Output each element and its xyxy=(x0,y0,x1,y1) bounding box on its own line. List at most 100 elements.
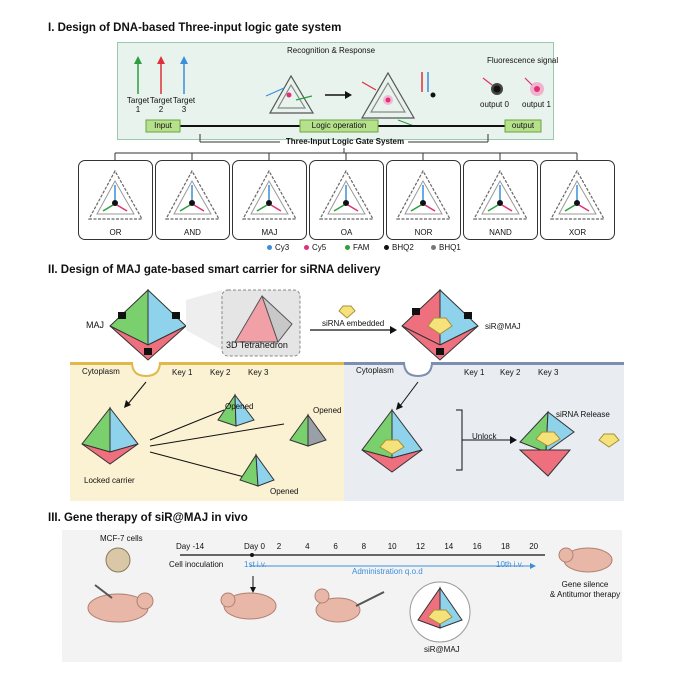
gate-triangle-icon xyxy=(241,169,298,220)
gate-nor: NOR xyxy=(386,160,461,240)
logic-bar xyxy=(145,119,542,133)
cytoplasm-right-label: Cytoplasm xyxy=(356,366,394,375)
legend-item: BHQ2 xyxy=(384,243,414,252)
gate-and: AND xyxy=(155,160,230,240)
legend-label: BHQ2 xyxy=(392,243,414,252)
in-vivo-panel xyxy=(62,530,622,662)
legend-dot-icon xyxy=(384,245,389,251)
mouse-injection xyxy=(314,588,385,623)
output-1-label: output 1 xyxy=(522,100,551,109)
timeline-tick-label: 8 xyxy=(361,542,367,551)
recognition-triangle-2 xyxy=(360,71,416,127)
recognition-label: Recognition & Response xyxy=(287,46,376,55)
legend-dot-icon xyxy=(345,245,350,251)
gate-maj: MAJ xyxy=(232,160,307,240)
cytoplasm-left-label: Cytoplasm xyxy=(82,367,120,376)
gate-triangle-icon xyxy=(549,169,606,220)
mouse-inoculation xyxy=(87,547,154,623)
key-3-right: Key 3 xyxy=(538,368,559,377)
mouse-final xyxy=(558,547,613,573)
legend-item: Cy3 xyxy=(267,243,289,252)
gate-label: NOR xyxy=(414,228,433,237)
day-minus14-label: Day -14 xyxy=(176,542,205,551)
legend-label: FAM xyxy=(353,243,370,252)
sirna-embedded-label: siRNA embedded xyxy=(322,319,385,328)
gate-oa: OA xyxy=(309,160,384,240)
locked-carrier-scene xyxy=(81,361,327,487)
unlock-label: Unlock xyxy=(472,432,497,441)
key-2-left: Key 2 xyxy=(210,368,231,377)
mouse-day0 xyxy=(220,592,277,620)
gate-tree xyxy=(114,134,578,160)
gate-triangle-icon xyxy=(318,169,375,220)
key-3-left: Key 3 xyxy=(248,368,269,377)
arrow-right xyxy=(325,91,352,99)
legend-item: BHQ1 xyxy=(431,243,461,252)
tetrahedron-label: 3D Tetrahedron xyxy=(226,340,288,350)
legend-label: BHQ1 xyxy=(439,243,461,252)
gate-label: NAND xyxy=(489,228,512,237)
fluorescence-output-0 xyxy=(482,77,503,95)
timeline-tick-label: 2 xyxy=(276,542,282,551)
gate-triangle-icon xyxy=(395,169,452,220)
cell-inoculation-label: Cell inoculation xyxy=(169,560,224,569)
timeline-tick-label: 14 xyxy=(444,542,454,551)
embed-arrow xyxy=(310,305,397,334)
legend-item: FAM xyxy=(345,243,369,252)
opened-label-2: Opened xyxy=(313,406,342,415)
timeline-tick-label: 16 xyxy=(472,542,482,551)
day0-label: Day 0 xyxy=(244,542,265,551)
gate-label: OA xyxy=(340,228,353,237)
sir-maj-tetrahedron xyxy=(401,288,479,361)
tenth-iv-label: 10th i.v. xyxy=(496,560,524,569)
gene-silence-label: Gene silence xyxy=(561,580,609,589)
antitumor-label: & Antitumor therapy xyxy=(549,590,621,599)
tetrahedron-zoom xyxy=(186,289,301,357)
timeline-tick-label: 6 xyxy=(333,542,338,551)
sir-maj-label: siR@MAJ xyxy=(485,322,521,331)
gate-or: OR xyxy=(78,160,153,240)
key-1-right: Key 1 xyxy=(464,368,485,377)
maj-label: MAJ xyxy=(86,320,104,330)
opened-label-3: Opened xyxy=(270,487,299,496)
administration-label: Administration q.o.d xyxy=(352,567,423,576)
legend-item: Cy5 xyxy=(304,243,326,252)
opened-label-1: Opened xyxy=(225,402,254,411)
sir-maj-zoom xyxy=(409,581,471,643)
first-iv-label: 1st i.v. xyxy=(244,560,267,569)
section-2-title: II. Design of MAJ gate-based smart carri… xyxy=(48,264,381,276)
timeline-tick-label: 10 xyxy=(387,542,397,551)
gate-triangle-icon xyxy=(472,169,529,220)
fluorescence-label: Fluorescence signal xyxy=(487,56,559,65)
timeline xyxy=(180,553,545,593)
gate-triangle-icon xyxy=(87,169,144,220)
key-1-left: Key 1 xyxy=(172,368,193,377)
recognition-triangle-1 xyxy=(265,74,315,114)
gate-xor: XOR xyxy=(540,160,615,240)
gate-triangle-icon xyxy=(164,169,221,220)
fluorescence-output-1 xyxy=(524,77,544,96)
gate-label: MAJ xyxy=(261,228,278,237)
timeline-tick-label: 4 xyxy=(305,542,310,551)
timeline-tick-label: 18 xyxy=(500,542,510,551)
legend-label: Cy3 xyxy=(275,243,290,252)
legend-dot-icon xyxy=(431,245,436,251)
output-0-label: output 0 xyxy=(480,100,509,109)
input-label: Input xyxy=(154,121,172,130)
gate-label: AND xyxy=(184,228,201,237)
gate-nand: NAND xyxy=(463,160,538,240)
timeline-tick-label: 12 xyxy=(416,542,425,551)
legend-label: Cy5 xyxy=(312,243,327,252)
timeline-tick-label: 20 xyxy=(529,542,539,551)
section-3-title: III. Gene therapy of siR@MAJ in vivo xyxy=(48,512,248,524)
target-strands xyxy=(134,56,188,94)
locked-carrier-label: Locked carrier xyxy=(84,476,135,485)
system-label: Three-Input Logic Gate System xyxy=(285,137,405,146)
gate-label: OR xyxy=(109,228,122,237)
